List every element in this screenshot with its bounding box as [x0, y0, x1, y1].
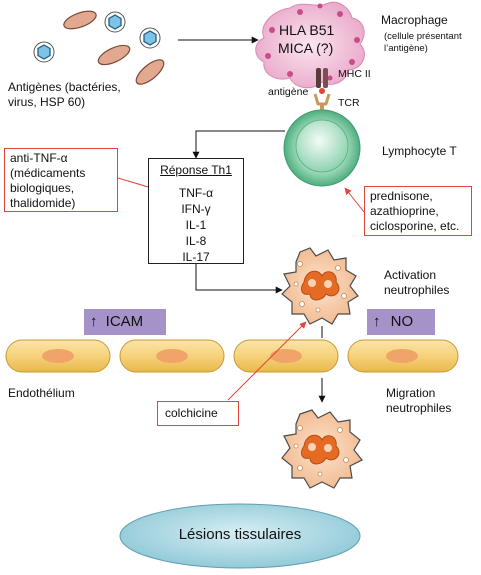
antigen-label: antigène: [268, 86, 309, 98]
neutrophil-migrating: [281, 409, 363, 489]
no-label: NO: [390, 313, 414, 330]
th1-title: Réponse Th1: [160, 163, 232, 177]
th1-response-box: Réponse Th1 TNF-α IFN-γ IL-1 IL-8 IL-17: [148, 158, 244, 264]
arrow-th1-to-neutrophil: [195, 264, 283, 294]
macrophage-cell: [255, 1, 365, 89]
macrophage-note: (cellule présentant l’antigène): [384, 31, 462, 54]
no-banner: ↑ NO: [367, 309, 435, 335]
icam-banner: ↑ ICAM: [84, 309, 166, 335]
th1-item: IL-8: [185, 234, 207, 248]
mhc-ii-label: MHC II: [338, 68, 371, 80]
inhibitor-arrow-immunosuppressants: [344, 187, 365, 213]
inhibitor-arrow-colchicine: [227, 321, 307, 401]
anti-tnf-text: anti-TNF-α (médicaments biologiques, tha…: [10, 151, 86, 210]
icam-label: ICAM: [105, 313, 144, 330]
up-arrow-icon: ↑: [373, 313, 381, 330]
colchicine-text: colchicine: [165, 406, 218, 420]
endothelium-row: [5, 339, 459, 373]
lymphocyte-t-label: Lymphocyte T: [382, 144, 457, 158]
endothelium-label: Endothélium: [8, 386, 75, 400]
antigen-dot: [319, 88, 325, 94]
lesion-ellipse: [119, 503, 361, 569]
neutrophil-activated: [281, 247, 359, 325]
tcr-label: TCR: [338, 97, 360, 109]
virus-icon: [33, 41, 55, 63]
antigens-label: Antigènes (bactéries, virus, HSP 60): [8, 80, 121, 109]
up-arrow-icon: ↑: [90, 313, 98, 330]
colchicine-box: colchicine: [157, 401, 239, 426]
th1-item: IL-1: [185, 218, 207, 232]
immunosuppressants-box: prednisone, azathioprine, ciclosporine, …: [364, 186, 472, 236]
mica-label: MICA (?): [278, 40, 334, 56]
th1-item: IL-17: [182, 250, 210, 264]
lesions-label: Lésions tissulaires: [178, 526, 302, 543]
th1-item: IFN-γ: [181, 202, 211, 216]
activation-neutrophiles-label: Activation neutrophiles: [384, 268, 450, 297]
bacterium: [135, 59, 165, 85]
antigens-group: [33, 10, 165, 85]
lymphocyte-t-cell: [283, 109, 361, 187]
migration-neutrophiles-label: Migration neutrophiles: [386, 386, 452, 415]
macrophage-title: Macrophage: [381, 13, 448, 27]
virus-icon: [104, 11, 126, 33]
virus-icon: [139, 27, 161, 49]
arrow-lymphocyte-to-th1: [192, 130, 285, 159]
immunosuppressants-text: prednisone, azathioprine, ciclosporine, …: [370, 189, 460, 233]
bacterium: [63, 10, 97, 30]
anti-tnf-box: anti-TNF-α (médicaments biologiques, tha…: [4, 148, 118, 212]
th1-item: TNF-α: [178, 186, 214, 200]
hla-b51-label: HLA B51: [279, 22, 335, 38]
bacterium: [97, 44, 131, 66]
